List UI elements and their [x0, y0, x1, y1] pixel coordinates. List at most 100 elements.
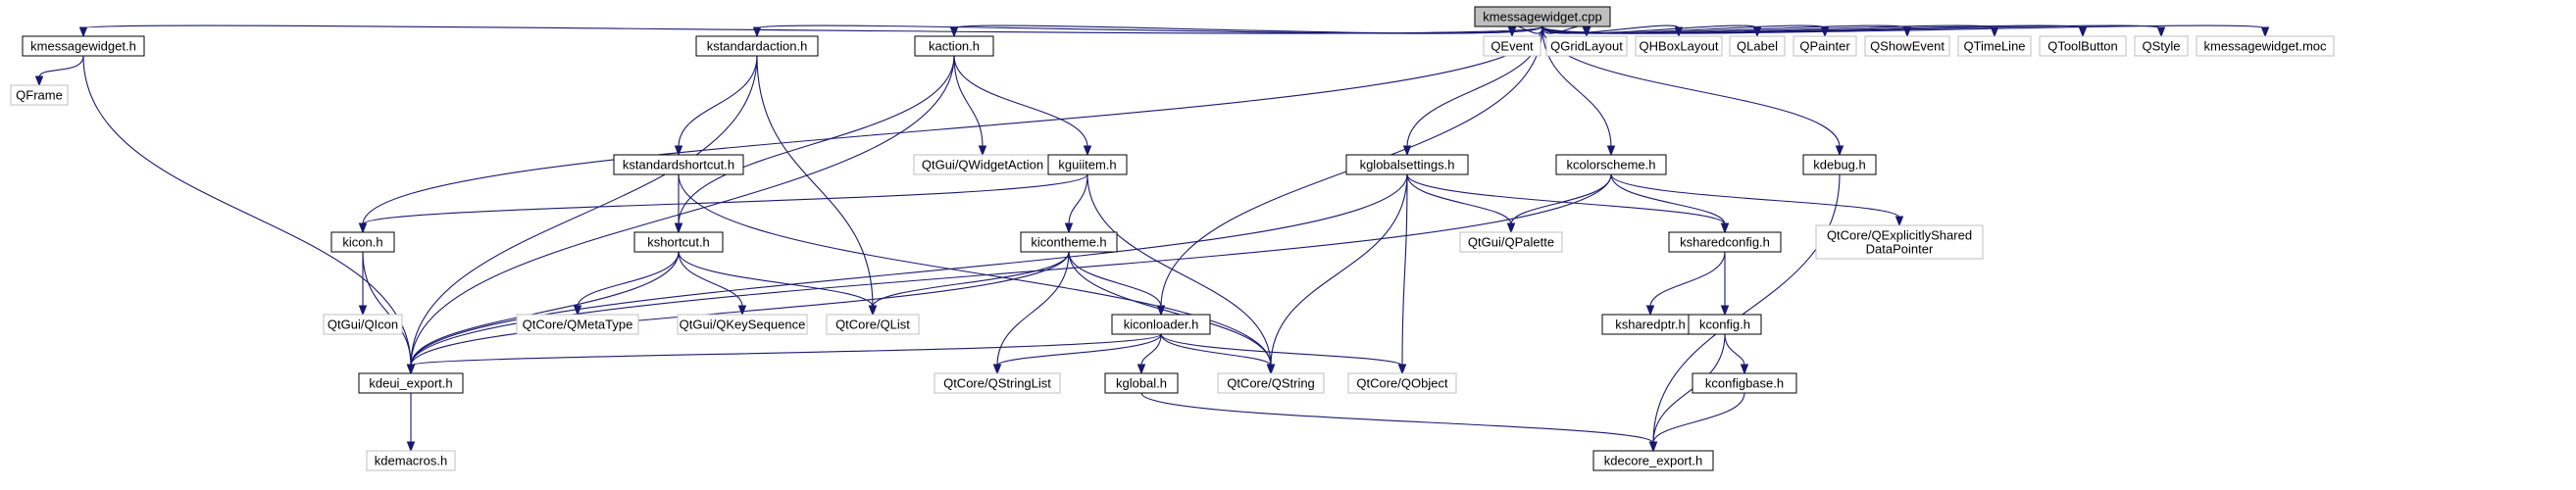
node-label: QtCore/QString — [1227, 376, 1315, 391]
node-box — [1957, 35, 2032, 57]
edge-kaction-h-to-qwidget-action — [953, 55, 987, 157]
edge-kglobalsettings-h-to-qobject — [1397, 173, 1408, 375]
arrowhead — [34, 75, 44, 87]
node-box — [826, 314, 920, 335]
node-kconfig-h[interactable]: kconfig.h — [1688, 314, 1762, 335]
arrowhead — [78, 26, 88, 38]
edge-kaction-h-to-kguiitem-h — [953, 55, 1092, 157]
node-qtool-button: QToolButton — [2039, 35, 2127, 57]
arrowhead — [1740, 364, 1749, 375]
node-label: kaction.h — [929, 39, 980, 54]
node-kglobalsettings-h[interactable]: kglobalsettings.h — [1345, 154, 1469, 175]
node-label: kconfig.h — [1699, 318, 1750, 332]
edge-kglobalsettings-h-to-ksharedconfig-h — [1406, 173, 1730, 234]
arrowhead — [752, 26, 762, 38]
edge-kicon-h-to-kdeui-export-h — [362, 251, 416, 375]
node-kguiitem-h[interactable]: kguiitem.h — [1047, 154, 1128, 175]
node-box — [695, 35, 819, 57]
arrowhead — [1397, 364, 1407, 375]
node-box — [516, 314, 639, 335]
edge-kglobalsettings-h-to-qpalette — [1406, 173, 1516, 234]
edge-kiconloader-h-to-kglobal-h — [1136, 333, 1162, 375]
node-label: QLabel — [1737, 39, 1778, 54]
node-kcolorscheme-h[interactable]: kcolorscheme.h — [1555, 154, 1667, 175]
node-kglobal-h[interactable]: kglobal.h — [1104, 372, 1179, 394]
node-box — [1688, 314, 1762, 335]
node-kdemacros-h: kdemacros.h — [366, 450, 456, 471]
edge-kdebug-h-to-kdecore-export-h — [1648, 173, 1841, 453]
node-box — [1459, 231, 1563, 253]
node-box — [914, 35, 994, 57]
edge-kcolorscheme-h-to-qexplicitly-shared-data-pointer — [1610, 173, 1904, 227]
node-qicon: QtGui/QIcon — [323, 314, 403, 335]
node-label: QTimeLine — [1963, 39, 2025, 54]
node-qframe: QFrame — [10, 84, 69, 106]
node-box — [323, 314, 403, 335]
node-label: QtGui/QIcon — [328, 318, 398, 332]
node-label: QShowEvent — [1870, 39, 1945, 54]
node-qwidget-action: QtGui/QWidgetAction — [913, 154, 1052, 175]
edge-ksharedconfig-h-to-kconfig-h — [1720, 252, 1730, 317]
node-kiconloader-h[interactable]: kiconloader.h — [1111, 314, 1211, 335]
node-ksharedconfig-h[interactable]: ksharedconfig.h — [1668, 231, 1782, 253]
node-box — [1545, 35, 1628, 57]
edge-kshortcut-h-to-kdeui-export-h — [406, 251, 680, 375]
node-qstring: QtCore/QString — [1217, 372, 1325, 394]
edge-kmessagewidget-h-to-qframe — [34, 55, 84, 87]
node-label: kconfigbase.h — [1705, 376, 1784, 391]
node-box — [1483, 35, 1541, 57]
edge-kiconloader-h-to-qstring — [1160, 333, 1276, 375]
node-kdecore-export-h[interactable]: kdecore_export.h — [1592, 450, 1714, 471]
node-kicontheme-h[interactable]: kicontheme.h — [1020, 231, 1118, 253]
edge-kmessagewidget-cpp-to-kmessagewidget-h — [78, 24, 1543, 38]
node-box — [1345, 154, 1469, 175]
node-label: kicontheme.h — [1031, 235, 1106, 250]
edge-kiconloader-h-to-kdeui-export-h — [406, 333, 1162, 375]
node-label: QFrame — [16, 88, 63, 103]
edge-kmessagewidget-cpp-to-kicon-h — [358, 25, 1543, 234]
edge-kguiitem-h-to-qstring — [1086, 173, 1276, 375]
edge-kaction-h-to-kshortcut-h — [674, 55, 955, 234]
node-kdebug-h[interactable]: kdebug.h — [1802, 154, 1877, 175]
node-label: kmessagewidget.cpp — [1483, 10, 1601, 24]
node-label: QtGui/QPalette — [1468, 235, 1554, 250]
node-label: kmessagewidget.h — [30, 39, 136, 54]
node-qmeta-type: QtCore/QMetaType — [516, 314, 639, 335]
node-qhbox-layout: QHBoxLayout — [1635, 35, 1723, 57]
node-kmessagewidget-h[interactable]: kmessagewidget.h — [22, 35, 145, 57]
node-box — [1111, 314, 1211, 335]
node-kstandardaction-h[interactable]: kstandardaction.h — [695, 35, 819, 57]
node-kmessagewidget-moc: kmessagewidget.moc — [2196, 35, 2335, 57]
node-box — [1347, 372, 1457, 394]
node-kdeui-export-h[interactable]: kdeui_export.h — [358, 372, 464, 394]
node-ksharedptr-h[interactable]: ksharedptr.h — [1601, 314, 1699, 335]
node-kicon-h[interactable]: kicon.h — [330, 231, 395, 253]
node-label: kicon.h — [342, 235, 382, 250]
edge-kcolorscheme-h-to-ksharedconfig-h — [1610, 173, 1730, 234]
edge-kcolorscheme-h-to-kdeui-export-h — [406, 173, 1612, 375]
arrowhead — [573, 305, 582, 317]
node-label: kdeui_export.h — [369, 376, 452, 391]
arrowhead — [1720, 305, 1730, 317]
nodes-layer: kmessagewidget.cpp kmessagewidget.h kstand… — [10, 6, 2335, 471]
node-box — [1555, 154, 1667, 175]
node-box — [1474, 6, 1611, 27]
node-label: QEvent — [1490, 39, 1534, 54]
node-box — [633, 231, 724, 253]
edge-kguiitem-h-to-kicon-h — [358, 173, 1088, 234]
node-box — [1793, 35, 1857, 57]
edge-kguiitem-h-to-kicontheme-h — [1064, 173, 1088, 234]
node-label: kstandardshortcut.h — [623, 158, 734, 172]
node-kconfigbase-h[interactable]: kconfigbase.h — [1692, 372, 1797, 394]
node-kshortcut-h[interactable]: kshortcut.h — [633, 231, 724, 253]
node-kstandardshortcut-h[interactable]: kstandardshortcut.h — [613, 154, 744, 175]
node-qpainter: QPainter — [1793, 35, 1857, 57]
node-kaction-h[interactable]: kaction.h — [914, 35, 994, 57]
node-qobject: QtCore/QObject — [1347, 372, 1457, 394]
arrowhead — [358, 305, 368, 317]
node-label: kiconloader.h — [1124, 318, 1199, 332]
arrowhead — [1645, 305, 1655, 317]
arrowhead — [1894, 216, 1904, 227]
